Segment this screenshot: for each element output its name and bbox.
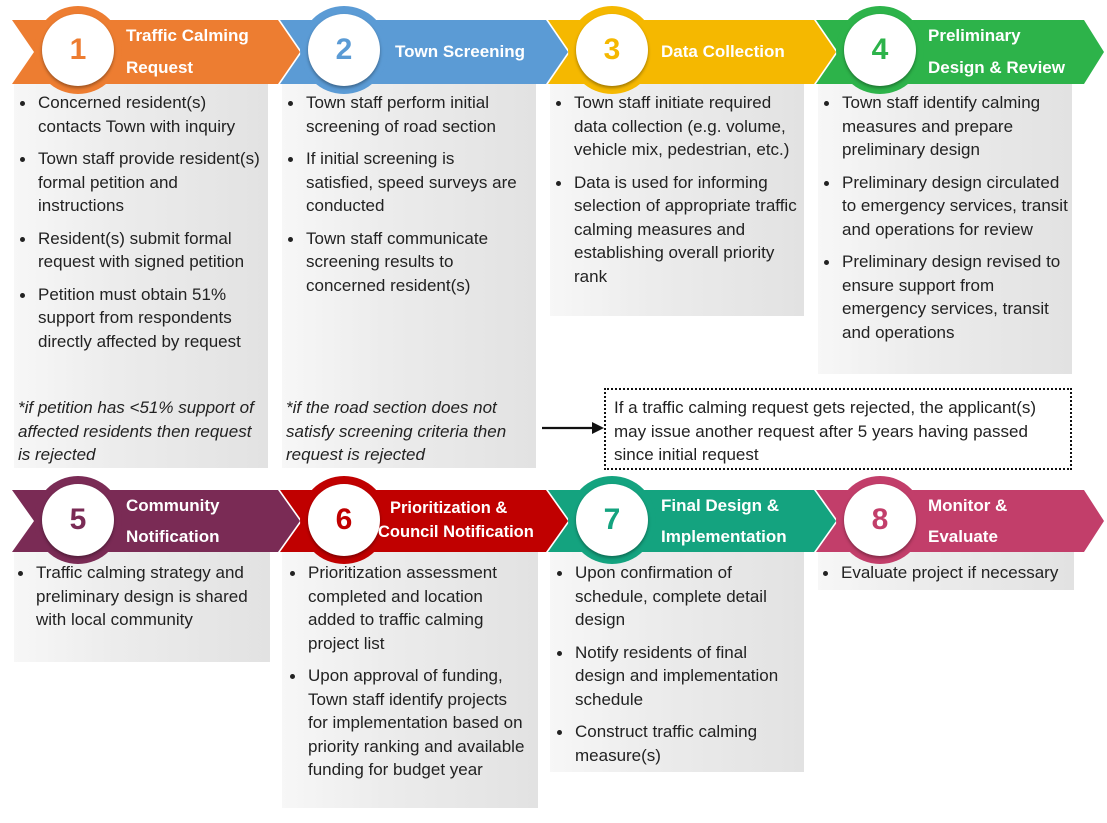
step-4-box [818,84,1072,374]
step-7-bullets: Upon confirmation of schedule, complete … [553,561,801,776]
step-1-bullets: Concerned resident(s) contacts Town with… [16,91,266,362]
list-item: Prioritization assessment completed and … [286,561,530,655]
step-2-title: Town Screening [395,42,526,61]
step-8-title-line-2: Evaluate [928,527,998,546]
step-8-title-line-1: Monitor & [928,496,1008,515]
step-7-number: 7 [576,484,648,556]
step-8-number: 8 [844,484,916,556]
list-item: Preliminary design revised to ensure sup… [820,250,1072,344]
step-6-bullets: Prioritization assessment completed and … [286,561,530,791]
list-item: Town staff perform initial screening of … [284,91,520,138]
step-8-bullets: Evaluate project if necessary [819,561,1077,594]
list-item: Upon approval of funding, Town staff ide… [286,664,530,782]
step-3-bullets: Town staff initiate required data collec… [552,91,800,297]
step-3-title: Data Collection [661,42,785,61]
step-4-title-line-2: Design & Review [928,58,1065,77]
resubmission-callout: If a traffic calming request gets reject… [604,388,1072,470]
step-6-title-line-2: Council Notification [378,523,534,541]
step-5-title: Community Notification [126,490,220,552]
list-item: Town staff initiate required data collec… [552,91,800,162]
step-4-title-line-1: Preliminary [928,26,1021,45]
step-1-number: 1 [42,14,114,86]
step-2-rejection-note: *if the road section does not satisfy sc… [286,398,507,464]
step-1-title: Traffic Calming Request [126,20,249,84]
callout-arrow-head [592,422,604,434]
step-4-title: Preliminary Design & Review [928,20,1065,84]
step-1-title-line-1: Traffic Calming [126,26,249,45]
step-4-number: 4 [844,14,916,86]
step-7-title-line-1: Final Design & [661,496,780,515]
step-6-number: 6 [308,484,380,556]
list-item: Town staff identify calming measures and… [820,91,1072,162]
list-item: Data is used for informing selection of … [552,171,800,289]
step-1-box [14,84,268,468]
step-7-title: Final Design & Implementation [661,490,787,552]
step-6-title: Prioritization & Council Notification [378,496,534,544]
step-4-bullets: Town staff identify calming measures and… [820,91,1072,353]
step-6-title-line-1: Prioritization & [390,499,508,517]
step-3-box [550,84,804,316]
step-3-number: 3 [576,14,648,86]
step-5-title-line-1: Community [126,496,220,515]
list-item: Construct traffic calming measure(s) [553,720,801,767]
step-5-box [14,552,270,662]
list-item: Concerned resident(s) contacts Town with… [16,91,266,138]
step-8-title: Monitor & Evaluate [928,490,1007,552]
step-1-title-line-2: Request [126,58,194,77]
step-7-box [550,552,804,772]
step-7-title-line-2: Implementation [661,527,787,546]
step-2-bullets: Town staff perform initial screening of … [284,91,520,306]
list-item: Town staff communicate screening results… [284,227,520,298]
step-5-bullets: Traffic calming strategy and preliminary… [14,561,262,641]
step-1-rejection-note: *if petition has <51% support of affecte… [18,398,254,464]
step-5-number: 5 [42,484,114,556]
step-5-title-line-2: Notification [126,527,220,546]
step-6-box [282,552,538,808]
list-item: Notify residents of final design and imp… [553,641,801,712]
list-item: If initial screening is satisfied, speed… [284,147,520,218]
list-item: Preliminary design circulated to emergen… [820,171,1072,242]
list-item: Resident(s) submit formal request with s… [16,227,266,274]
list-item: Evaluate project if necessary [819,561,1077,585]
step-2-number: 2 [308,14,380,86]
list-item: Petition must obtain 51% support from re… [16,283,266,354]
list-item: Town staff provide resident(s) formal pe… [16,147,266,218]
list-item: Traffic calming strategy and preliminary… [14,561,262,632]
step-2-box [282,84,536,468]
list-item: Upon confirmation of schedule, complete … [553,561,801,632]
